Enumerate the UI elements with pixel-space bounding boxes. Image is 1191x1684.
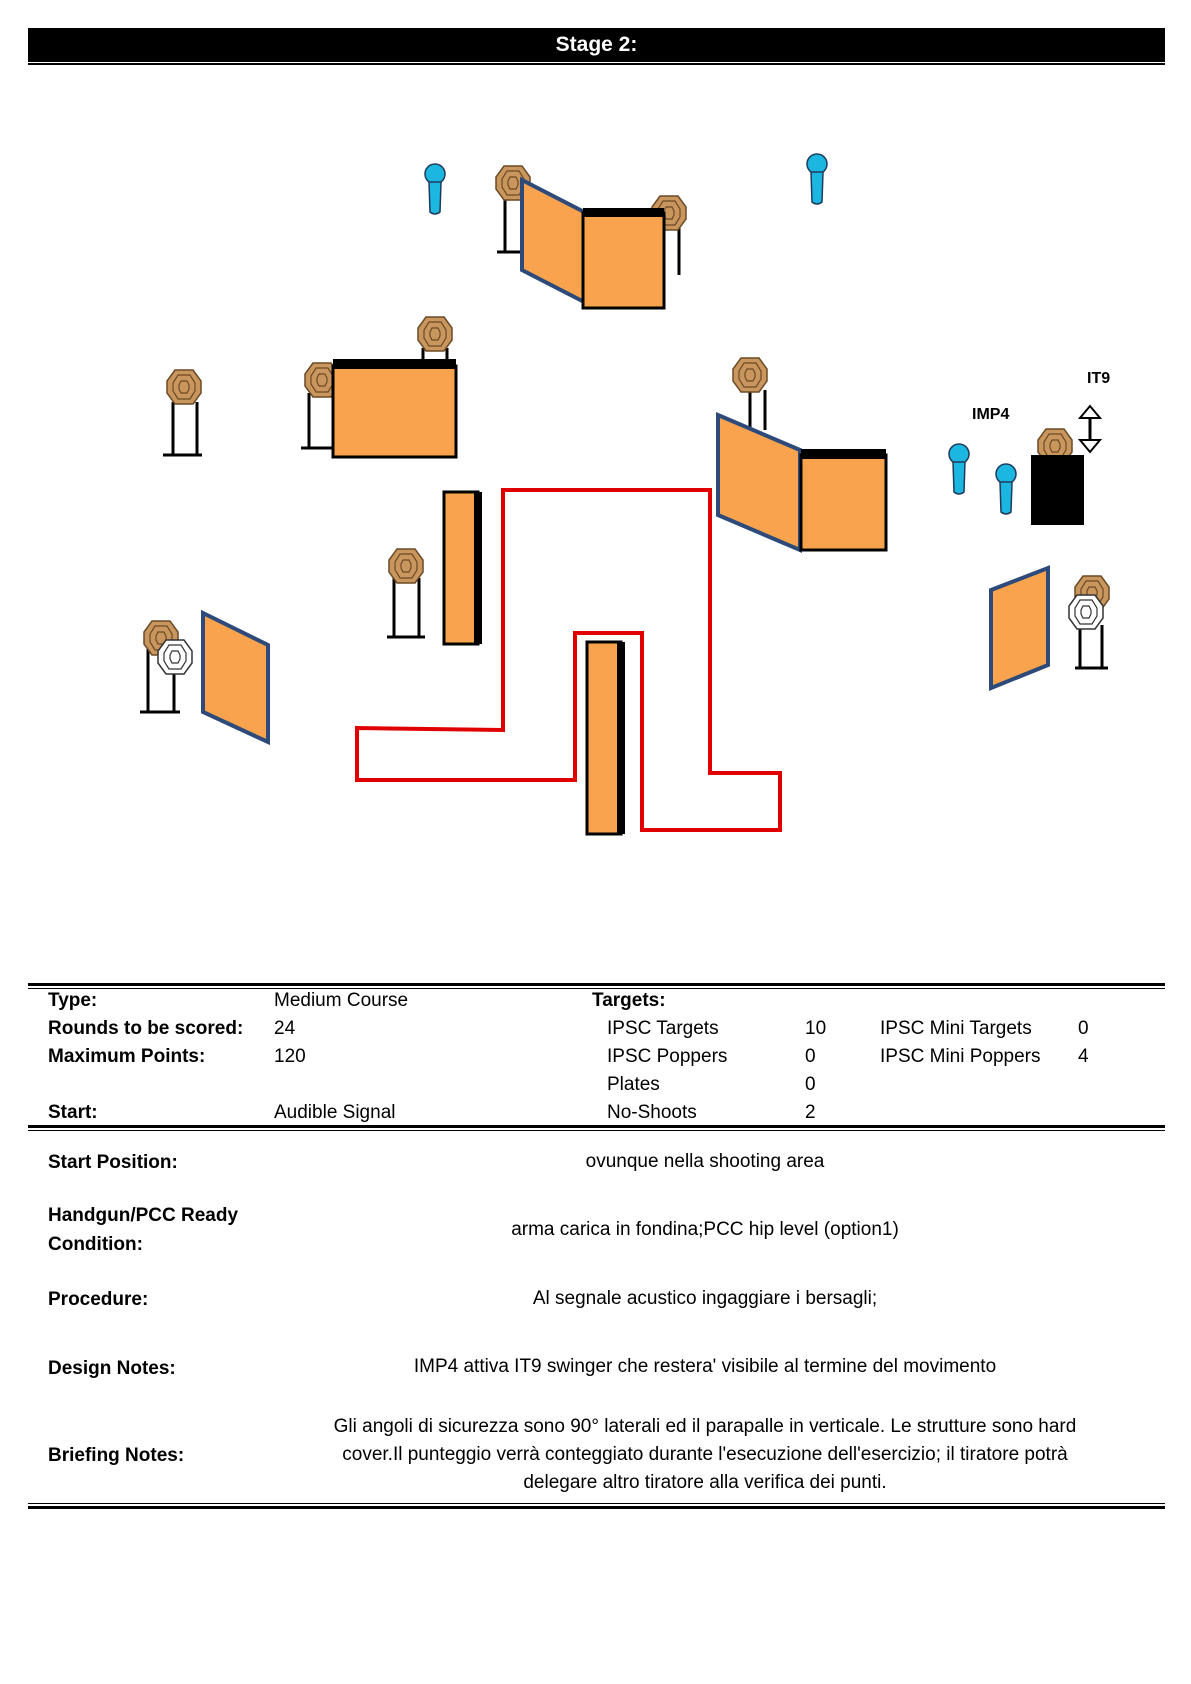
mini-poppers-label: IPSC Mini Poppers: [880, 1046, 1041, 1067]
popper-top-right: [806, 153, 828, 205]
ipsc-targets-value: 10: [805, 1018, 827, 1039]
procedure-value: Al segnale acustico ingaggiare i bersagl…: [532, 1288, 878, 1309]
briefing-notes-line-1: Gli angoli di sicurezza sono 90° lateral…: [333, 1416, 1077, 1437]
popper-mini-2: [995, 463, 1017, 515]
wall-mid-vertical: [442, 490, 480, 646]
wall-low-left: [201, 609, 270, 746]
stage-title: Stage 2:: [555, 33, 638, 56]
type-value: Medium Course: [274, 990, 409, 1011]
shooting-area-boundary: [355, 488, 782, 832]
design-notes-value: IMP4 attiva IT9 swinger che restera' vis…: [413, 1356, 997, 1377]
ipsc-poppers-value: 0: [805, 1046, 816, 1067]
top-right-stand-target: [651, 195, 687, 275]
target-far-left: [163, 369, 202, 457]
no-shoots-label: No-Shoots: [607, 1102, 697, 1123]
mini-targets-value: 0: [1078, 1018, 1089, 1039]
briefing-notes-line-2: cover.Il punteggio verrà conteggiato dur…: [342, 1444, 1068, 1465]
start-value: Audible Signal: [274, 1102, 396, 1123]
wall-far-right: [989, 565, 1050, 691]
plates-label: Plates: [607, 1074, 660, 1095]
ready-condition-label-2: Condition:: [48, 1234, 143, 1255]
target-mid-left: [387, 548, 425, 639]
start-label: Start:: [48, 1102, 98, 1123]
wall-center-vertical: [585, 640, 623, 836]
rule-middle: [28, 1125, 1165, 1128]
wall-upper-left-block: [331, 364, 458, 459]
rule-top: [28, 983, 1165, 986]
wall-right-front: [799, 453, 888, 552]
top-left-stand-target: [495, 165, 531, 254]
popper-mini-1: [948, 443, 970, 495]
wall-right-angled: [716, 411, 802, 554]
swinger-cover: [1031, 455, 1084, 525]
design-notes-label: Design Notes:: [48, 1358, 176, 1379]
popper-top-left: [424, 163, 446, 215]
points-value: 120: [274, 1046, 306, 1067]
rounds-label: Rounds to be scored:: [48, 1018, 244, 1039]
procedure-label: Procedure:: [48, 1289, 149, 1310]
ipsc-targets-label: IPSC Targets: [607, 1018, 719, 1039]
ready-condition-label-1: Handgun/PCC Ready: [48, 1205, 239, 1226]
ipsc-poppers-label: IPSC Poppers: [607, 1046, 728, 1067]
points-label: Maximum Points:: [48, 1046, 206, 1067]
stage-diagram: [140, 153, 1110, 836]
rounds-value: 24: [274, 1018, 296, 1039]
swinger-arrow-icon: [1077, 404, 1103, 454]
start-position-value: ovunque nella shooting area: [585, 1151, 825, 1172]
label-imp4: IMP4: [972, 406, 1010, 423]
wall-top-front: [581, 211, 666, 310]
target-low-left-with-noshoot: [140, 620, 193, 714]
briefing-notes-line-3: delegare altro tiratore alla verifica de…: [523, 1472, 887, 1493]
mini-targets-label: IPSC Mini Targets: [880, 1018, 1032, 1039]
briefing-notes-label: Briefing Notes:: [48, 1445, 185, 1466]
mini-poppers-value: 4: [1078, 1046, 1089, 1067]
wall-top-angled: [520, 176, 592, 309]
targets-label: Targets:: [592, 990, 666, 1011]
ready-condition-value: arma carica in fondina;PCC hip level (op…: [511, 1219, 899, 1240]
target-block-top: [417, 316, 453, 360]
target-far-right-with-noshoot: [1068, 575, 1110, 670]
start-position-label: Start Position:: [48, 1152, 178, 1173]
stage-title-banner: Stage 2:: [28, 28, 1165, 65]
type-label: Type:: [48, 990, 98, 1011]
label-it9: IT9: [1087, 370, 1111, 387]
target-right-block: [732, 357, 768, 430]
plates-value: 0: [805, 1074, 816, 1095]
no-shoots-value: 2: [805, 1102, 816, 1123]
rule-bottom: [28, 1503, 1165, 1504]
target-block-left: [301, 362, 340, 450]
